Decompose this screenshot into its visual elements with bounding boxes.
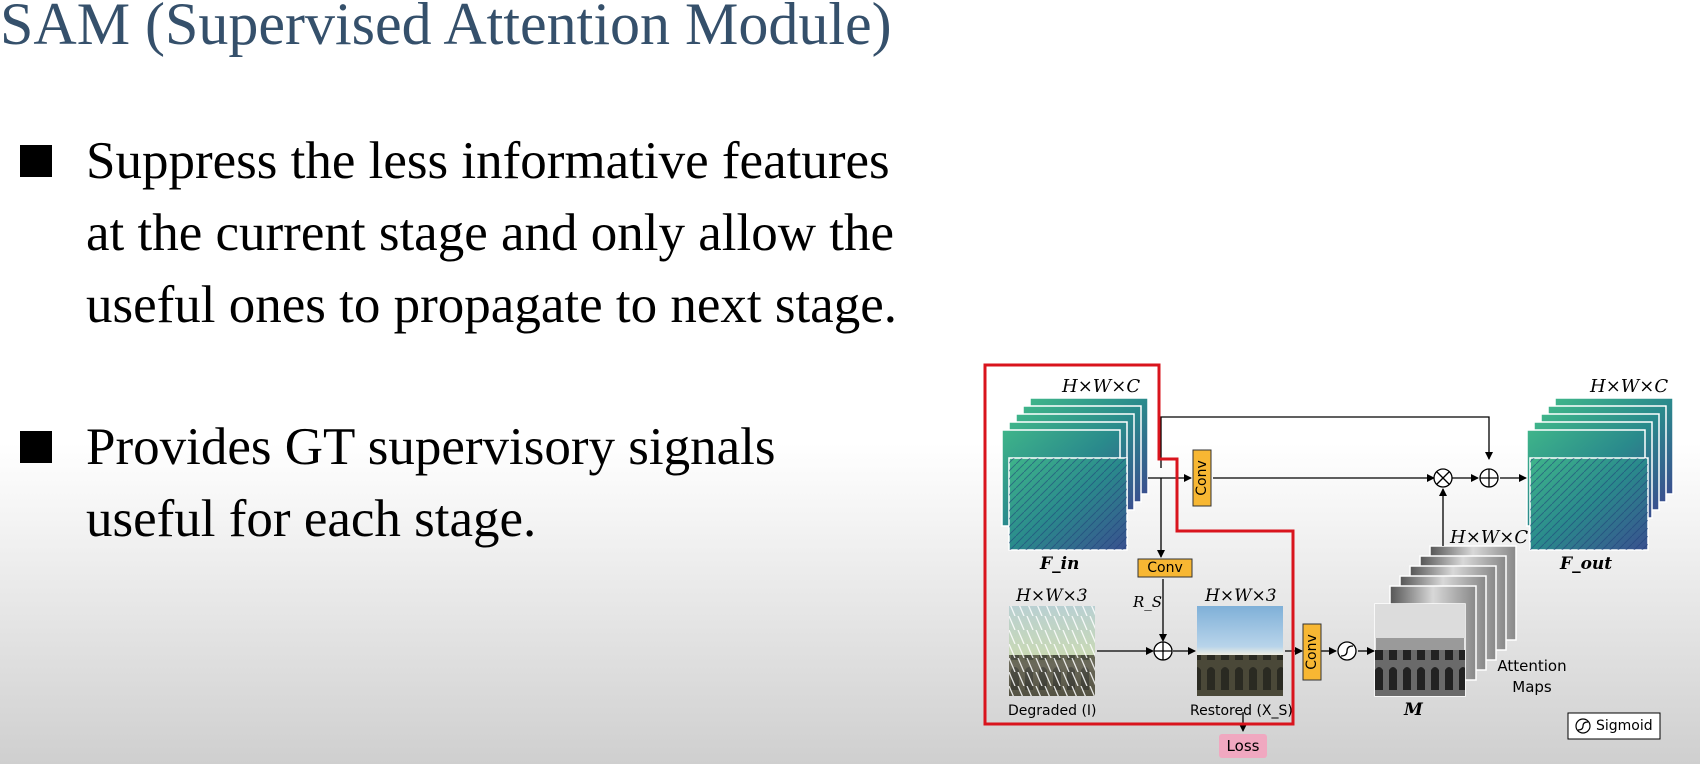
multiply-node [1433, 468, 1453, 488]
output-feature-stack [1526, 397, 1674, 551]
f-out-dims: H×W×C [1589, 376, 1668, 397]
bullet-item: Provides GT supervisory signals useful f… [18, 411, 918, 555]
degraded-label: Degraded (I) [1008, 703, 1097, 719]
attention-map-stack [1374, 545, 1517, 697]
square-bullet-icon [20, 431, 52, 463]
add-node-restore [1153, 641, 1173, 661]
degraded-dims: H×W×3 [1015, 586, 1088, 606]
attention-maps-label-line2: Maps [1512, 678, 1552, 696]
f-in-label: F_in [1039, 554, 1079, 574]
restored-image [1197, 606, 1283, 696]
loss-label: Loss [1227, 737, 1260, 755]
bullet-item: Suppress the less informative features a… [18, 125, 918, 341]
sigmoid-legend: Sigmoid [1567, 712, 1661, 740]
attention-dims: H×W×C [1449, 527, 1528, 548]
input-feature-stack [1001, 397, 1149, 551]
conv-label: Conv [1194, 460, 1210, 496]
m-label: M [1403, 700, 1424, 720]
conv-label: Conv [1147, 560, 1183, 576]
bullet-text: Suppress the less informative features a… [86, 132, 897, 334]
f-in-dims: H×W×C [1061, 376, 1140, 397]
restored-dims: H×W×3 [1204, 586, 1277, 606]
degraded-image [1009, 606, 1095, 696]
add-node-output [1479, 468, 1499, 488]
restored-label: Restored (X_S) [1190, 703, 1293, 719]
conv-block-horizontal: Conv [1137, 558, 1193, 578]
bullet-text: Provides GT supervisory signals useful f… [86, 418, 776, 548]
connection-lines [1097, 416, 1527, 732]
sigmoid-node [1337, 641, 1357, 661]
square-bullet-icon [20, 145, 52, 177]
conv-label: Conv [1304, 634, 1320, 670]
highlight-outline [983, 363, 1295, 726]
slide-title: SAM (Supervised Attention Module) [0, 0, 892, 57]
loss-box: Loss [1219, 734, 1267, 758]
conv-block-output: Conv [1302, 623, 1322, 681]
conv-block-vertical: Conv [1192, 449, 1212, 507]
r-s-label: R_S [1132, 593, 1162, 611]
attention-maps-label-line1: Attention [1497, 657, 1566, 675]
sigmoid-legend-label: Sigmoid [1596, 718, 1653, 734]
bullet-list: Suppress the less informative features a… [18, 125, 918, 555]
f-out-label: F_out [1559, 554, 1612, 574]
